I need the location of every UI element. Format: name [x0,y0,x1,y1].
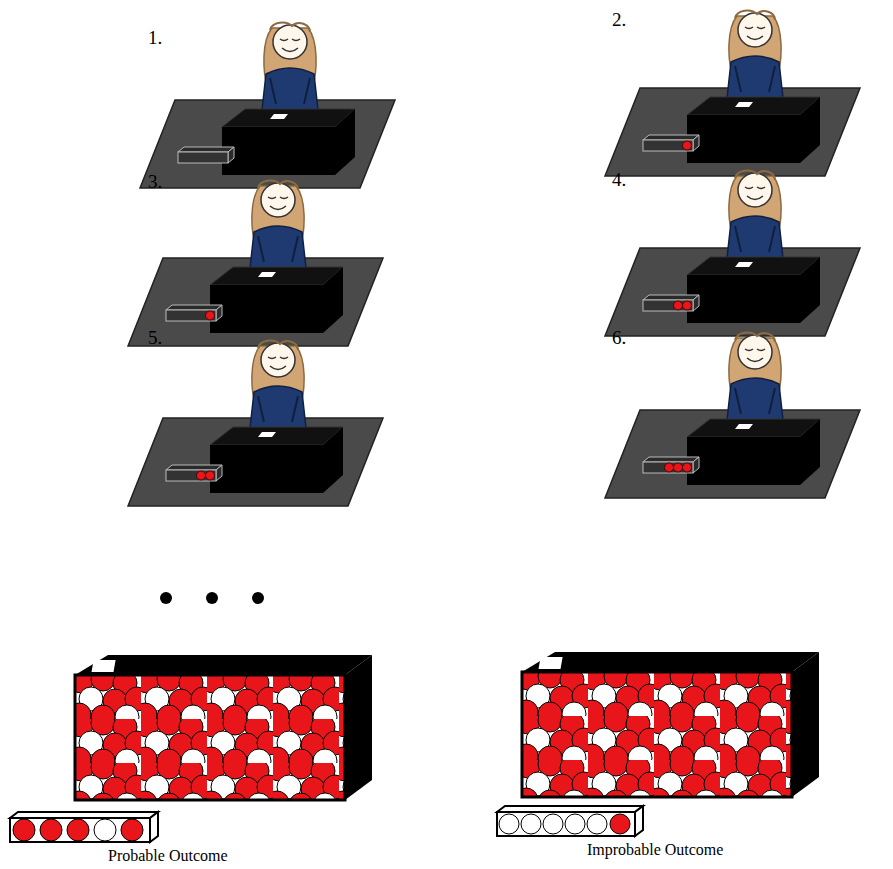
urn-probable [75,655,372,800]
sample-tray-probable [10,812,158,842]
urn-improbable [522,652,819,797]
panel-number: 5. [148,328,162,349]
panel-number: 3. [148,172,162,193]
panel-4 [605,171,860,336]
ellipsis-dots [160,592,264,604]
outcome-caption: Improbable Outcome [587,841,723,859]
panel-3 [128,181,383,346]
panel-1 [140,23,395,188]
sample-tray-improbable [497,806,643,836]
panel-6 [605,333,860,498]
panel-5 [128,341,383,506]
outcome-caption: Probable Outcome [108,847,228,865]
panel-2 [605,11,860,176]
panel-number: 1. [148,28,162,49]
panel-number: 6. [612,328,626,349]
panel-number: 4. [612,170,626,191]
panel-number: 2. [612,10,626,31]
